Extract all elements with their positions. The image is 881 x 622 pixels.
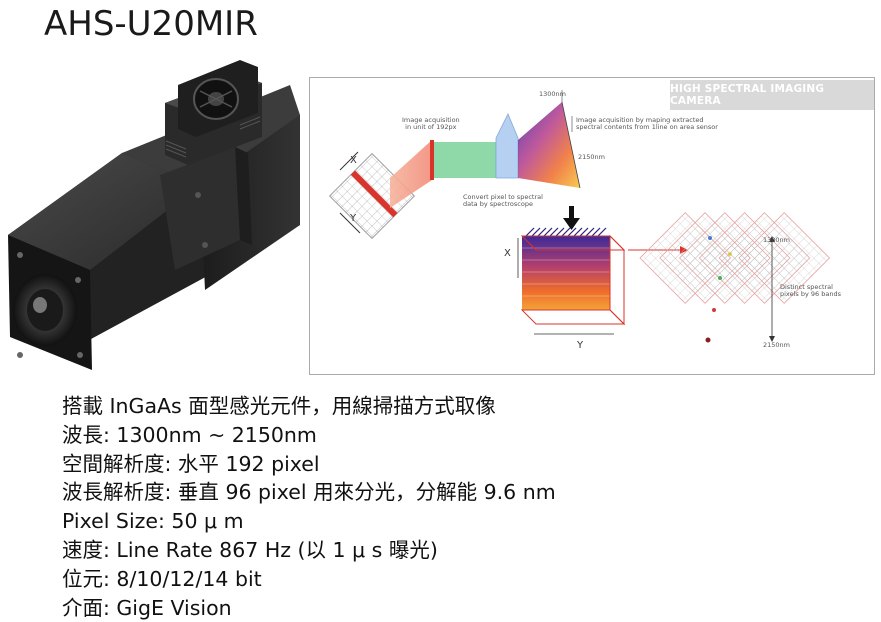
spec-line: 搭載 InGaAs 面型感光元件，用線掃描方式取像: [62, 394, 496, 418]
hyperspectral-diagram: HIGH SPECTRAL IMAGING CAMERA: [309, 77, 875, 375]
spec-line: 位元: 8/10/12/14 bit: [62, 566, 262, 591]
label-mapping: Image acquisition by maping extracted sp…: [576, 116, 718, 132]
diagram-title: HIGH SPECTRAL IMAGING CAMERA: [670, 80, 874, 110]
label-x-cube: X: [504, 248, 511, 259]
label-2150-mid: 2150nm: [578, 153, 605, 161]
label-acquisition: Image acquisition in unit of 192px: [402, 116, 460, 132]
label-x-left: X: [350, 155, 357, 166]
spec-line: 波長解析度: 垂直 96 pixel 用來分光，分解能 9.6 nm: [62, 480, 556, 505]
spec-line: 介面: GigE Vision: [62, 595, 232, 620]
label-1300-top: 1300nm: [539, 90, 566, 98]
spec-line: 速度: Line Rate 867 Hz (以 1 μ s 曝光): [62, 537, 438, 562]
diagram-graphic: [329, 90, 831, 343]
product-title: AHS-U20MIR: [44, 4, 258, 44]
camera-image: [8, 60, 300, 370]
label-1300-right: 1300nm: [763, 236, 790, 244]
spec-list: 搭載 InGaAs 面型感光元件，用線掃描方式取像 波長: 1300nm ~ 2…: [62, 392, 556, 622]
label-2150-right: 2150nm: [763, 341, 790, 349]
spec-line: 空間解析度: 水平 192 pixel: [62, 451, 320, 476]
label-y-cube: Y: [577, 340, 584, 351]
label-convert: Convert pixel to spectral data by spectr…: [463, 193, 543, 209]
spec-line: 波長: 1300nm ~ 2150nm: [62, 422, 317, 447]
label-distinct: Distinct spectral pixels by 96 bands: [780, 283, 841, 299]
spec-line: Pixel Size: 50 μ m: [62, 509, 244, 534]
label-y-left: Y: [350, 213, 357, 224]
